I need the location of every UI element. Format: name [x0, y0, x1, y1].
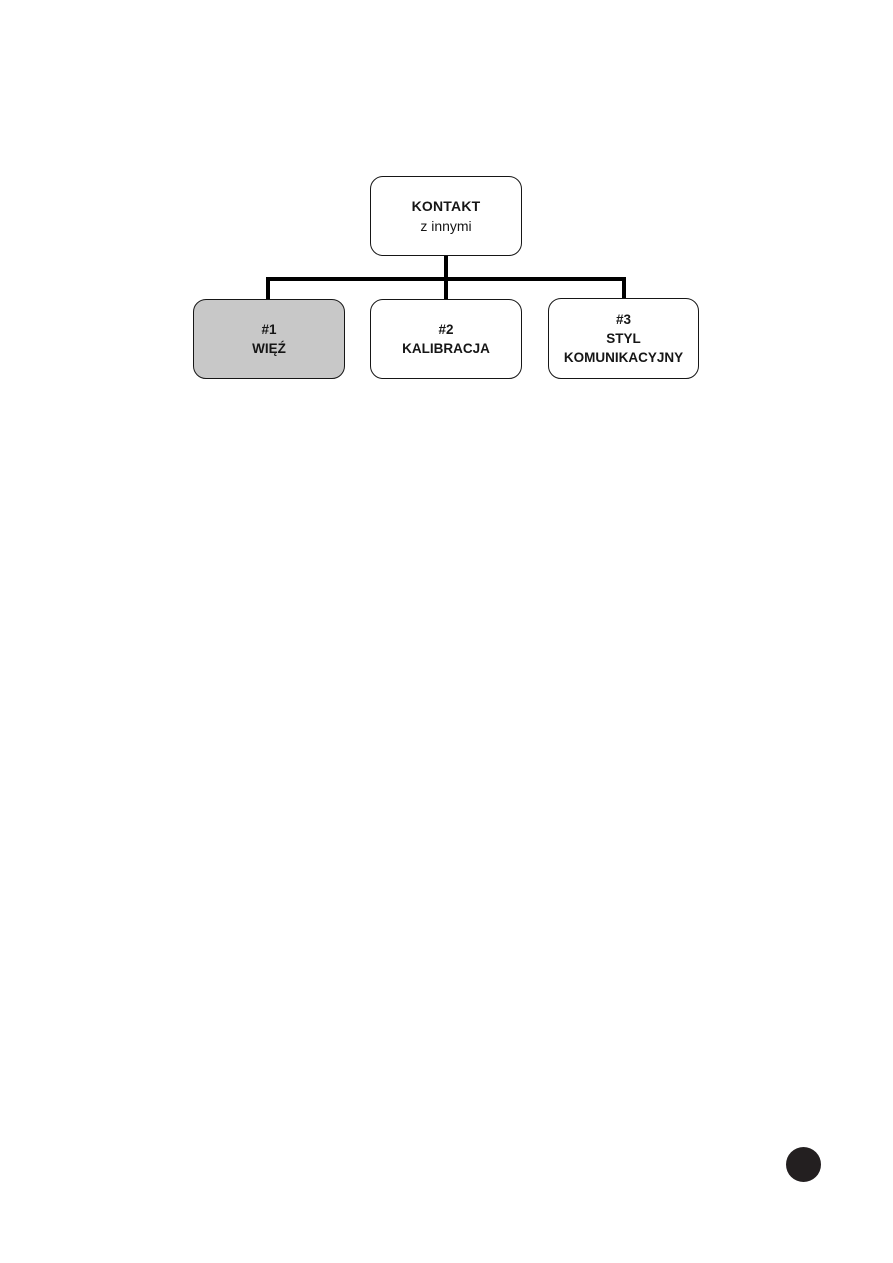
node-kontakt-title: KONTAKT — [411, 198, 481, 214]
node-kalibracja: #2 KALIBRACJA — [370, 299, 522, 379]
page-marker-dot — [786, 1147, 821, 1182]
node-wiez-label: WIĘŹ — [252, 341, 286, 356]
node-styl-komunikacyjny: #3 STYL KOMUNIKACYJNY — [548, 298, 699, 379]
org-chart: KONTAKT z innymi #1 WIĘŹ #2 KALIBRACJA #… — [0, 0, 893, 420]
node-styl-komunikacyjny-number: #3 — [615, 312, 632, 327]
node-wiez-number: #1 — [261, 322, 277, 337]
node-kalibracja-label: KALIBRACJA — [402, 341, 490, 356]
node-wiez: #1 WIĘŹ — [193, 299, 345, 379]
connector-right-vertical — [622, 277, 626, 300]
node-kontakt-subtitle: z innymi — [420, 218, 472, 234]
connector-horizontal-bar — [266, 277, 626, 281]
node-styl-komunikacyjny-label: STYL KOMUNIKACYJNY — [563, 331, 684, 365]
connector-left-vertical — [266, 277, 270, 301]
node-kontakt: KONTAKT z innymi — [370, 176, 522, 256]
node-kalibracja-number: #2 — [438, 322, 454, 337]
